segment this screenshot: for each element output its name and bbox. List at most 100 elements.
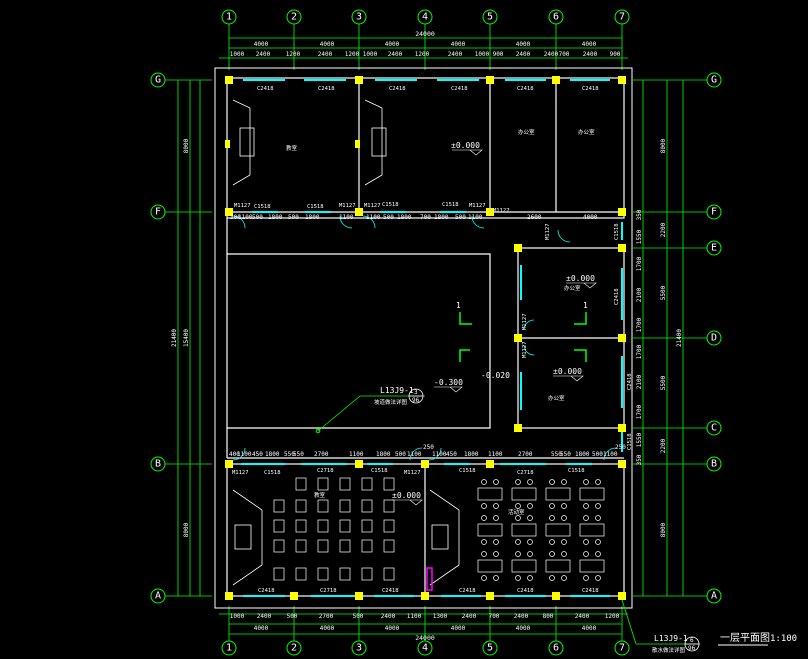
svg-text:500: 500 xyxy=(353,613,364,620)
svg-text:G: G xyxy=(711,75,717,86)
svg-text:4000: 4000 xyxy=(451,41,466,48)
walls xyxy=(226,77,625,597)
svg-text:C2418: C2418 xyxy=(627,373,633,390)
axis-bubble-6: 6 xyxy=(548,9,564,25)
svg-text:2400: 2400 xyxy=(583,51,598,58)
grid-axis-left: G F B A xyxy=(150,72,166,604)
svg-text:4000: 4000 xyxy=(516,625,531,632)
axis-bubble-b-right: B xyxy=(706,456,722,472)
svg-text:1200: 1200 xyxy=(345,51,360,58)
window-labels-top: C2418 C2418 C2418 C2418 C2418 C2418 xyxy=(257,86,599,92)
svg-text:1800: 1800 xyxy=(434,214,449,221)
svg-text:C2418: C2418 xyxy=(451,86,468,92)
svg-text:M1127: M1127 xyxy=(493,208,510,214)
svg-text:一层平面图: 一层平面图 xyxy=(720,632,770,644)
axis-bubble-a-left: A xyxy=(150,588,166,604)
windows xyxy=(241,79,623,597)
room-names: 教室 办公室 办公室 办公室 办公室 教室 活动室 xyxy=(286,128,595,516)
svg-text:500: 500 xyxy=(288,214,299,221)
svg-text:1800: 1800 xyxy=(464,451,479,458)
svg-text:550: 550 xyxy=(293,451,304,458)
svg-text:1800: 1800 xyxy=(265,451,280,458)
axis-bubble-1-bottom: 1 xyxy=(221,640,237,656)
svg-text:2400: 2400 xyxy=(544,51,559,58)
row-f-dims: 300 1100 500 1800 500 1800 1100 1100 500… xyxy=(230,214,598,221)
svg-text:1200: 1200 xyxy=(415,51,430,58)
svg-text:4000: 4000 xyxy=(385,625,400,632)
ramp-marker xyxy=(426,567,433,591)
axis-bubble-d-right: D xyxy=(706,330,722,346)
axis-bubble-a-right: A xyxy=(706,588,722,604)
svg-text:M1127: M1127 xyxy=(522,341,528,358)
svg-text:450: 450 xyxy=(252,451,263,458)
grid-axis-bottom: 1 2 3 4 5 6 7 xyxy=(221,640,630,656)
svg-text:2400: 2400 xyxy=(448,51,463,58)
axis-bubble-1: 1 xyxy=(221,9,237,25)
axis-bubble-7: 7 xyxy=(614,9,630,25)
svg-text:C2718: C2718 xyxy=(317,468,334,474)
drawing-title: 一层平面图 1:100 xyxy=(718,632,797,646)
svg-text:C1518: C1518 xyxy=(307,204,324,210)
svg-text:M1127: M1127 xyxy=(522,313,528,330)
svg-text:C1518: C1518 xyxy=(264,470,281,476)
svg-text:1800: 1800 xyxy=(376,451,391,458)
svg-text:8000: 8000 xyxy=(660,522,667,537)
svg-text:1800: 1800 xyxy=(575,451,590,458)
section-mark-left: 1 xyxy=(456,301,461,310)
svg-text:L13J9-1: L13J9-1 xyxy=(380,386,414,395)
svg-text:1100: 1100 xyxy=(468,214,483,221)
svg-text:4000: 4000 xyxy=(320,41,335,48)
svg-text:1550: 1550 xyxy=(636,229,643,244)
door-labels: M1127 M1127 M1127 M1127 M1127 M1127 M112… xyxy=(232,203,551,476)
svg-text:5500: 5500 xyxy=(660,375,667,390)
svg-text:4000: 4000 xyxy=(385,41,400,48)
svg-text:3: 3 xyxy=(356,12,362,23)
svg-text:2400: 2400 xyxy=(575,613,590,620)
svg-text:1100: 1100 xyxy=(339,214,354,221)
svg-text:5500: 5500 xyxy=(660,285,667,300)
svg-text:办公室: 办公室 xyxy=(518,128,535,136)
svg-text:4000: 4000 xyxy=(583,214,598,221)
svg-text:4000: 4000 xyxy=(582,41,597,48)
svg-text:2: 2 xyxy=(291,12,297,23)
svg-text:2400: 2400 xyxy=(516,51,531,58)
bottom-overall-dim: 24000 xyxy=(415,634,435,642)
svg-text:C1518: C1518 xyxy=(568,468,585,474)
svg-text:4: 4 xyxy=(422,643,428,654)
svg-text:教室: 教室 xyxy=(314,491,326,499)
top-detail-dims: 1000 2400 1200 2400 1200 1000 2400 1200 … xyxy=(230,51,621,58)
svg-text:550: 550 xyxy=(284,451,295,458)
svg-text:C1518: C1518 xyxy=(614,223,620,240)
svg-text:500: 500 xyxy=(455,214,466,221)
svg-text:±0.000: ±0.000 xyxy=(392,491,421,500)
grid-axis-right: G F E D C B A xyxy=(706,72,722,604)
axis-bubble-f-right: F xyxy=(706,204,722,220)
svg-text:2200: 2200 xyxy=(660,222,667,237)
svg-text:2400: 2400 xyxy=(388,51,403,58)
bottom-axis-dims: 4000 4000 4000 4000 4000 4000 xyxy=(254,625,597,632)
svg-text:1700: 1700 xyxy=(636,256,643,271)
svg-text:450: 450 xyxy=(446,451,457,458)
svg-text:A: A xyxy=(155,591,161,602)
svg-text:1700: 1700 xyxy=(636,404,643,419)
svg-text:C2418: C2418 xyxy=(582,588,599,594)
left-dim-top: 8000 xyxy=(183,138,190,153)
svg-text:F: F xyxy=(155,207,161,218)
right-dimension-lines xyxy=(642,80,684,596)
svg-text:550: 550 xyxy=(551,451,562,458)
grid-axis-top: 1 2 3 4 5 6 7 xyxy=(221,9,630,25)
svg-text:4000: 4000 xyxy=(320,625,335,632)
svg-text:M1127: M1127 xyxy=(234,203,251,209)
svg-text:坡道做法详图: 坡道做法详图 xyxy=(374,398,408,406)
svg-text:350: 350 xyxy=(636,209,643,220)
top-overall-dim: 24000 xyxy=(415,30,435,38)
axis-bubble-3: 3 xyxy=(351,9,367,25)
svg-text:8000: 8000 xyxy=(660,138,667,153)
svg-text:办公室: 办公室 xyxy=(548,394,565,402)
svg-text:3: 3 xyxy=(414,389,418,396)
svg-text:900: 900 xyxy=(493,51,504,58)
svg-text:700: 700 xyxy=(559,51,570,58)
svg-text:5: 5 xyxy=(487,12,493,23)
axis-bubble-2-bottom: 2 xyxy=(286,640,302,656)
